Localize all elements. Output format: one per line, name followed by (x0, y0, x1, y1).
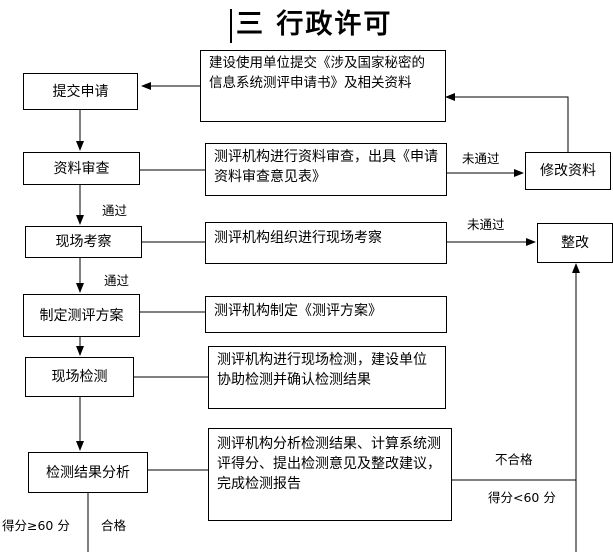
step-site-inspection: 现场考察 (25, 226, 142, 258)
desc-review: 测评机构进行资料审查，出具《申请资料审查意见表》 (205, 143, 447, 196)
step-result-analysis: 检测结果分析 (28, 452, 148, 493)
arrow-modify-to-submit (445, 93, 569, 152)
label-qualified: 合格 (101, 518, 127, 533)
box-rectify: 整改 (537, 223, 613, 263)
desc-plan: 测评机构制定《测评方案》 (205, 296, 447, 333)
label-not-passed-inspect: 未通过 (467, 217, 505, 232)
label-passed-review: 通过 (102, 203, 128, 218)
page-title: 三 行政许可 (230, 6, 392, 44)
desc-analyze: 测评机构分析检测结果、计算系统测评得分、提出检测意见及整改建议，完成检测报告 (208, 428, 452, 521)
step-document-review: 资料审查 (23, 152, 140, 185)
desc-test: 测评机构进行现场检测，建设单位协助检测并确认检测结果 (208, 346, 446, 409)
step-make-plan: 制定测评方案 (23, 294, 140, 337)
step-site-testing: 现场检测 (25, 357, 134, 397)
label-fail: 不合格 (495, 452, 533, 467)
label-score-below-60: 得分<60 分 (488, 490, 556, 505)
desc-inspect: 测评机构组织进行现场考察 (205, 222, 447, 264)
label-score-above-60: 得分≥60 分 (2, 518, 70, 533)
step-submit-application: 提交申请 (23, 73, 138, 110)
box-modify-documents: 修改资料 (525, 152, 611, 190)
text-cursor (230, 8, 232, 43)
label-not-passed-review: 未通过 (462, 151, 500, 166)
desc-submit: 建设使用单位提交《涉及国家秘密的信息系统测评申请书》及相关资料 (200, 50, 446, 122)
label-passed-inspect: 通过 (104, 273, 130, 288)
